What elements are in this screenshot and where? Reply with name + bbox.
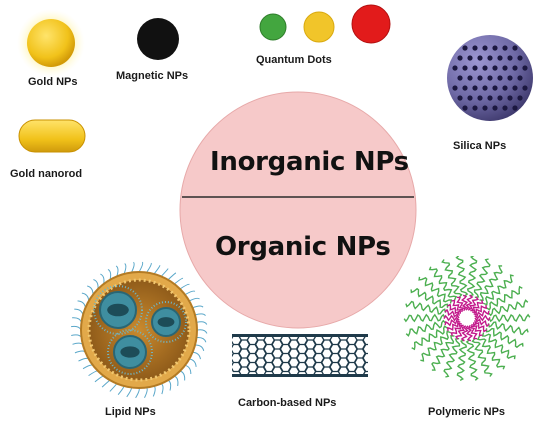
polymer-micelle-icon bbox=[403, 256, 531, 382]
lipid-nps-label: Lipid NPs bbox=[105, 406, 156, 418]
gold-nps-label: Gold NPs bbox=[28, 76, 78, 88]
silica-sphere-icon bbox=[447, 35, 533, 121]
carbon-nanotube-icon bbox=[232, 334, 368, 377]
quantum-dots-label: Quantum Dots bbox=[256, 54, 332, 66]
center-circle bbox=[179, 91, 417, 329]
organic-title: Organic NPs bbox=[215, 232, 391, 262]
inorganic-title: Inorganic NPs bbox=[210, 147, 409, 177]
gold-rod-icon bbox=[18, 119, 86, 153]
magnetic-nps-label: Magnetic NPs bbox=[116, 70, 189, 82]
black-sphere-icon bbox=[137, 18, 179, 60]
gold-sphere-icon bbox=[17, 9, 85, 77]
carbon-nps-label: Carbon-based NPs bbox=[238, 397, 337, 409]
gold-nanorod-label: Gold nanorod bbox=[10, 168, 83, 180]
silica-nps-label: Silica NPs bbox=[453, 140, 507, 152]
quantum-dots-icon bbox=[259, 4, 391, 44]
polymeric-nps-label: Polymeric NPs bbox=[428, 406, 506, 418]
lipid-particle-icon bbox=[71, 261, 208, 399]
